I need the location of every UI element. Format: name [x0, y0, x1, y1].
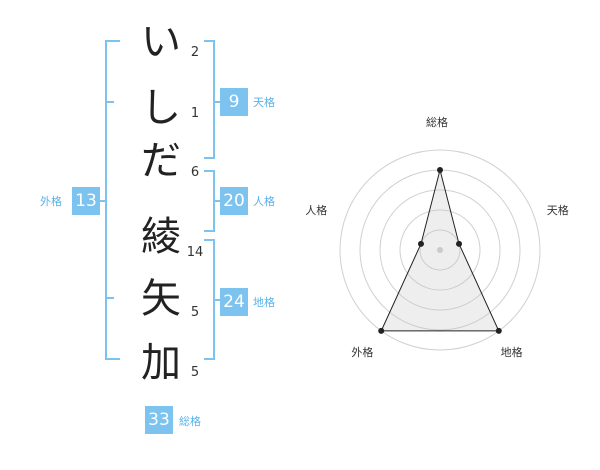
- tenkaku-label: 天格: [253, 96, 275, 109]
- radar-axis-label: 総格: [426, 116, 448, 129]
- radar-grid-ring: [419, 229, 461, 271]
- radar-data-area: [380, 169, 500, 332]
- radar-grid-ring: [399, 209, 481, 291]
- stroke-count-5: 5: [190, 305, 200, 320]
- radar-axis-label: 地格: [500, 345, 523, 359]
- radar-point-4: [378, 327, 385, 334]
- stroke-count-3: 6: [190, 165, 200, 180]
- tenkaku-value-badge: 9: [220, 88, 248, 116]
- radar-grid-ring: [379, 189, 501, 311]
- tenkaku-bracket: [204, 40, 215, 159]
- soukaku-value-badge: 33: [145, 406, 173, 434]
- radar-point-5: [417, 240, 424, 247]
- chikaku-label: 地格: [253, 296, 275, 309]
- radar-axis-label: 人格: [305, 203, 328, 217]
- jinkaku-value-badge: 20: [220, 187, 248, 215]
- radar-point-3: [495, 327, 502, 334]
- radar-center: [437, 247, 443, 253]
- radar-point-2: [456, 240, 463, 247]
- name-char-1: い: [141, 19, 181, 65]
- name-char-5: 矢: [141, 276, 181, 322]
- radar-grid-ring: [339, 149, 541, 351]
- chikaku-value-badge: 24: [220, 288, 248, 316]
- name-char-2: し: [141, 85, 181, 131]
- name-char-6: 加: [141, 340, 181, 386]
- gaikaku-label: 外格: [40, 195, 62, 208]
- stroke-count-2: 1: [190, 106, 200, 121]
- jinkaku-label: 人格: [253, 195, 275, 208]
- stroke-count-4: 14: [186, 245, 204, 260]
- soukaku-label: 総格: [179, 415, 201, 428]
- radar-axis-label: 天格: [546, 203, 569, 217]
- name-char-3: だ: [141, 138, 181, 184]
- radar-point-1: [437, 167, 443, 173]
- stroke-count-1: 2: [190, 45, 200, 60]
- gaikaku-value-badge: 13: [72, 187, 100, 215]
- stroke-count-6: 5: [190, 365, 200, 380]
- radar-axis-label: 外格: [351, 345, 374, 359]
- name-char-4: 綾: [141, 214, 181, 260]
- radar-points: [378, 167, 502, 334]
